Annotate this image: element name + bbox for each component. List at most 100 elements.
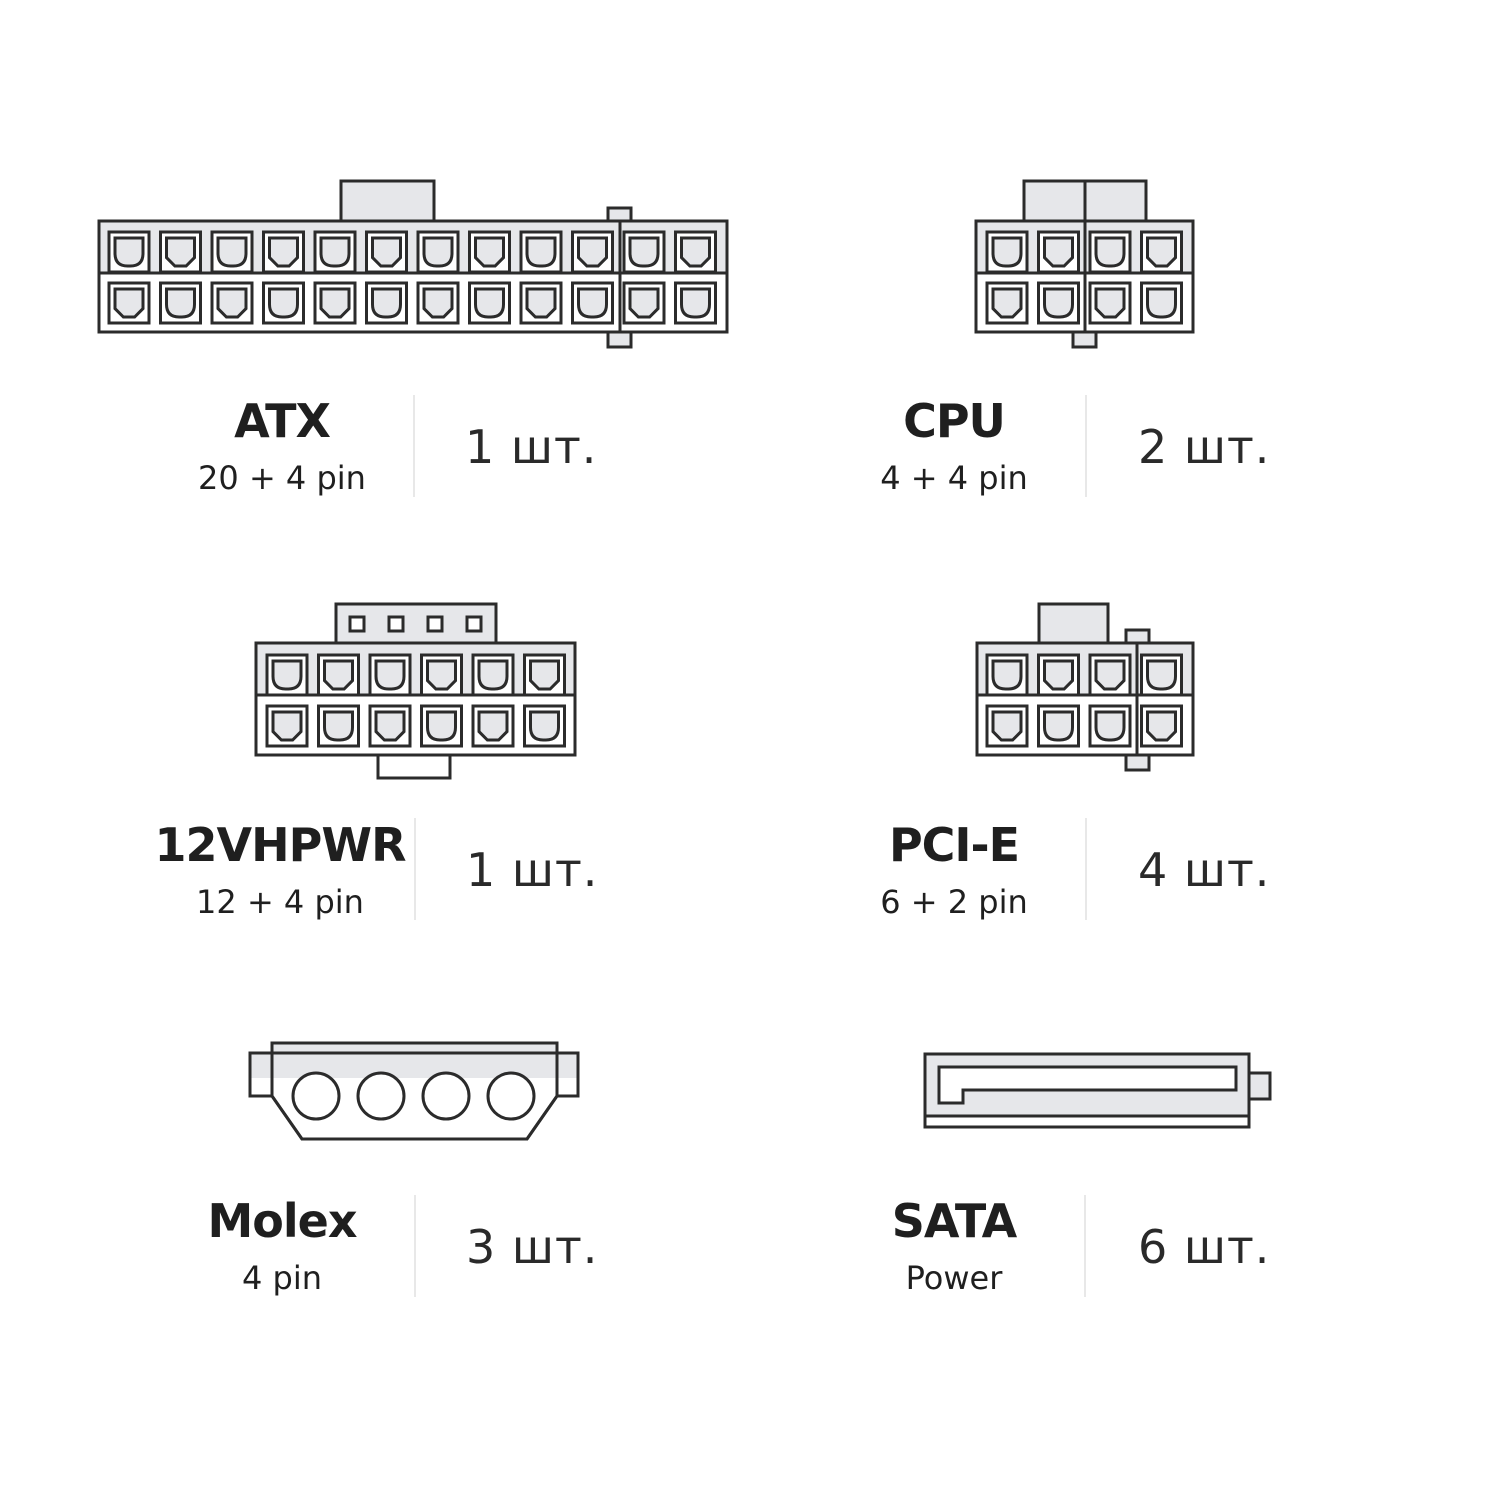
pin-contact bbox=[422, 236, 454, 268]
connector-spec: Power bbox=[905, 1259, 1003, 1297]
pin-contact bbox=[1146, 287, 1177, 319]
pin-contact bbox=[529, 659, 560, 691]
pin-contact bbox=[113, 287, 145, 319]
latch bbox=[376, 753, 452, 780]
connector-band bbox=[250, 1043, 578, 1078]
pin-contact bbox=[1146, 710, 1177, 742]
molex-pin bbox=[291, 1071, 341, 1121]
pin-contact bbox=[1094, 287, 1126, 319]
sense-pin bbox=[426, 615, 444, 633]
pin-contact bbox=[628, 236, 660, 268]
connector-count: 3 шт. bbox=[466, 1220, 599, 1274]
pin-contact bbox=[477, 659, 509, 691]
pin-contact bbox=[628, 287, 660, 319]
connector-name: Molex bbox=[207, 1194, 357, 1248]
connector-spec: 6 + 2 pin bbox=[880, 883, 1028, 921]
connector-base bbox=[923, 1114, 1251, 1129]
divider bbox=[1084, 1195, 1086, 1297]
pin-contact bbox=[577, 287, 608, 319]
pin-contact bbox=[426, 710, 457, 742]
pin-contact bbox=[371, 287, 402, 319]
pin-contact bbox=[991, 659, 1023, 691]
pin-contact bbox=[319, 287, 351, 319]
molex-label: Molex 4 pin bbox=[152, 1198, 412, 1294]
connector-spec: 12 + 4 pin bbox=[196, 883, 364, 921]
pin-contact bbox=[165, 236, 196, 268]
pin-contact bbox=[991, 287, 1023, 319]
pin-contact bbox=[1146, 236, 1177, 268]
connector-name: SATA bbox=[891, 1194, 1018, 1248]
pin-contact bbox=[529, 710, 560, 742]
connector-count: 4 шт. bbox=[1138, 843, 1271, 897]
sense-pin bbox=[348, 615, 366, 633]
connector-name: ATX bbox=[234, 394, 331, 448]
pin-contact bbox=[374, 710, 406, 742]
pin-contact bbox=[680, 287, 711, 319]
pin-contact bbox=[1146, 659, 1177, 691]
pin-contact bbox=[477, 710, 509, 742]
12vhpwr-label: 12VHPWR 12 + 4 pin bbox=[150, 822, 410, 918]
connector-count: 2 шт. bbox=[1138, 420, 1271, 474]
connector-count: 1 шт. bbox=[465, 420, 598, 474]
pin-contact bbox=[1094, 659, 1126, 691]
pin-contact bbox=[1094, 236, 1126, 268]
latch bbox=[1247, 1071, 1272, 1101]
pin-contact bbox=[426, 659, 457, 691]
pin-contact bbox=[680, 236, 711, 268]
latch bbox=[1071, 330, 1098, 349]
pin-contact bbox=[216, 236, 248, 268]
pin-contact bbox=[525, 236, 557, 268]
pin-contact bbox=[525, 287, 557, 319]
connector-name: CPU bbox=[903, 394, 1006, 448]
pin-contact bbox=[1043, 710, 1074, 742]
pin-contact bbox=[1094, 710, 1126, 742]
latch bbox=[339, 179, 436, 223]
divider bbox=[414, 1195, 416, 1297]
pin-contact bbox=[1043, 287, 1074, 319]
connector-name: PCI-E bbox=[888, 818, 1020, 872]
pin-contact bbox=[271, 659, 303, 691]
molex-pin bbox=[421, 1071, 471, 1121]
pin-contact bbox=[323, 710, 354, 742]
pin-contact bbox=[474, 236, 505, 268]
connector-spec: 4 + 4 pin bbox=[880, 459, 1028, 497]
connector-spec: 4 pin bbox=[241, 1259, 322, 1297]
divider bbox=[1085, 395, 1087, 497]
connector-count: 6 шт. bbox=[1138, 1220, 1271, 1274]
pin-contact bbox=[374, 659, 406, 691]
latch bbox=[1124, 753, 1151, 772]
pin-contact bbox=[1043, 659, 1074, 691]
pin-contact bbox=[271, 710, 303, 742]
sense-pin bbox=[387, 615, 405, 633]
pin-contact bbox=[113, 236, 145, 268]
pin-contact bbox=[268, 287, 299, 319]
pcie-label: PCI-E 6 + 2 pin bbox=[824, 822, 1084, 918]
divider bbox=[413, 395, 415, 497]
connector-name: 12VHPWR bbox=[154, 818, 407, 872]
pin-contact bbox=[371, 236, 402, 268]
pin-contact bbox=[165, 287, 196, 319]
atx-label: ATX 20 + 4 pin bbox=[152, 398, 412, 494]
sata-slot bbox=[937, 1065, 1238, 1105]
pin-contact bbox=[216, 287, 248, 319]
connector-count: 1 шт. bbox=[466, 843, 599, 897]
latch bbox=[606, 330, 633, 349]
connector-band bbox=[254, 641, 577, 697]
pin-contact bbox=[577, 236, 608, 268]
pin-contact bbox=[268, 236, 299, 268]
divider bbox=[1085, 818, 1087, 920]
connector-spec: 20 + 4 pin bbox=[198, 459, 366, 497]
latch bbox=[1037, 602, 1110, 646]
sata-label: SATA Power bbox=[824, 1198, 1084, 1294]
pin-contact bbox=[319, 236, 351, 268]
connector-band bbox=[97, 219, 729, 275]
sense-pin bbox=[465, 615, 483, 633]
pin-contact bbox=[991, 236, 1023, 268]
molex-pin bbox=[486, 1071, 536, 1121]
molex-pin bbox=[356, 1071, 406, 1121]
pin-contact bbox=[474, 287, 505, 319]
pin-contact bbox=[991, 710, 1023, 742]
pin-contact bbox=[422, 287, 454, 319]
cpu-label: CPU 4 + 4 pin bbox=[824, 398, 1084, 494]
